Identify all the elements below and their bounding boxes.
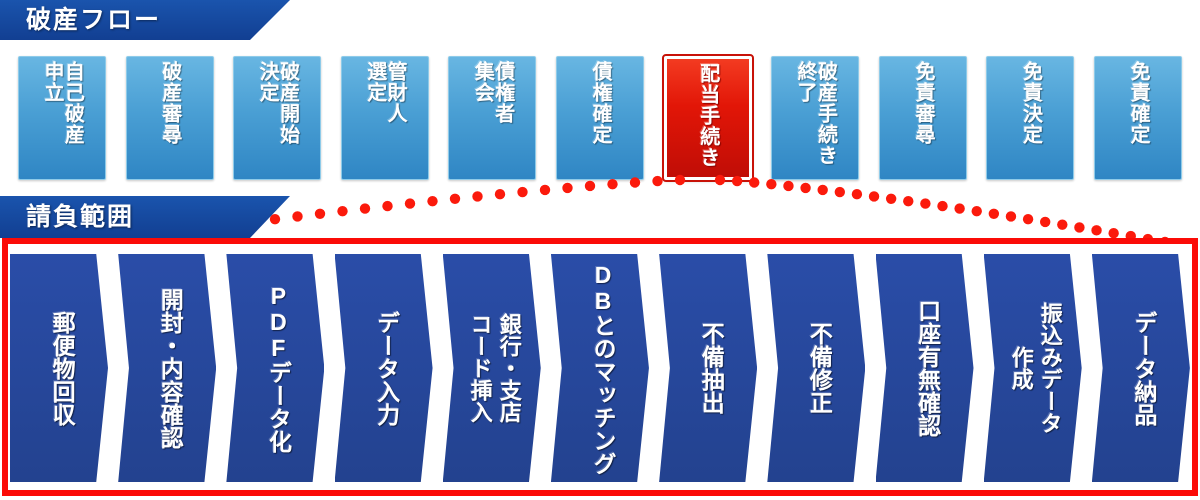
task-step-label-primary: 不備抽出	[698, 322, 725, 414]
task-step-label-primary: データ納品	[1130, 310, 1157, 426]
task-step-label-secondary: コード挿入	[467, 313, 493, 423]
flow-section-banner: 破産フロー	[0, 0, 290, 40]
flow-step-label-primary: 破産手続き	[814, 61, 837, 166]
flow-step-label-primary: 管財人	[384, 61, 407, 124]
task-step-label-primary: PDFデータ化	[265, 283, 292, 453]
flow-step-label-primary: 免責審尋	[911, 61, 934, 145]
flow-step-bankruptcy-commencement-decision[interactable]: 破産開始決定	[233, 56, 322, 180]
flow-step-label-secondary: 申立	[41, 61, 63, 103]
scope-section-banner-label: 請負範囲	[26, 202, 135, 231]
scope-section-banner: 請負範囲	[0, 196, 290, 238]
flow-step-label-primary: 免責決定	[1019, 61, 1042, 145]
task-step-label-primary: 銀行・支店	[496, 313, 522, 423]
flow-step-label-secondary: 集会	[471, 61, 494, 103]
task-step-label-primary: DBとのマッチング	[590, 261, 616, 475]
task-step-label-primary: データ入力	[373, 310, 400, 426]
flow-step-label-secondary: 選定	[363, 61, 386, 103]
task-step-mail-collection[interactable]: 郵便物回収	[10, 254, 108, 482]
flow-step-discharge-decision[interactable]: 免責決定	[986, 56, 1075, 180]
task-step-data-entry[interactable]: データ入力	[334, 254, 433, 482]
flow-step-claim-determination[interactable]: 債権確定	[555, 56, 644, 180]
bankruptcy-flow-steps: 自己破産申立破産審尋破産開始決定管財人選定債権者集会債権確定配当手続き破産手続き…	[18, 54, 1182, 182]
task-step-deficiency-extraction[interactable]: 不備抽出	[659, 254, 758, 482]
flow-step-label-secondary: 決定	[256, 61, 279, 103]
task-step-label-primary: 開封・内容確認	[157, 287, 184, 449]
flow-step-bankruptcy-hearing[interactable]: 破産審尋	[125, 56, 214, 180]
flow-step-label-primary: 免責確定	[1127, 61, 1150, 145]
flow-step-creditors-meeting[interactable]: 債権者集会	[448, 56, 537, 180]
task-step-data-delivery[interactable]: データ納品	[1091, 254, 1190, 482]
task-step-bank-branch-code-insertion[interactable]: 銀行・支店コード挿入	[442, 254, 541, 482]
flow-step-label-primary: 自己破産	[61, 61, 84, 145]
flow-step-trustee-selection[interactable]: 管財人選定	[340, 56, 429, 180]
flow-step-label-secondary: 終了	[794, 61, 817, 103]
flow-step-discharge-hearing[interactable]: 免責審尋	[878, 56, 967, 180]
scope-task-steps: 郵便物回収 開封・内容確認 PDFデータ化 データ入力 銀行・支店コード挿入 DBとのマッ…	[10, 252, 1190, 484]
task-step-label-primary: 不備修正	[806, 322, 833, 414]
task-step-pdf-conversion[interactable]: PDFデータ化	[226, 254, 325, 482]
flow-step-label-primary: 配当手続き	[696, 63, 719, 168]
flow-step-discharge-confirmation[interactable]: 免責確定	[1093, 56, 1182, 180]
task-step-db-matching[interactable]: DBとのマッチング	[550, 254, 649, 482]
flow-step-label-primary: 破産開始	[276, 61, 299, 145]
task-step-label-primary: 郵便物回収	[49, 310, 76, 426]
flow-step-label-primary: 破産審尋	[158, 61, 181, 145]
task-step-account-existence-check[interactable]: 口座有無確認	[875, 254, 974, 482]
task-step-deficiency-correction[interactable]: 不備修正	[767, 254, 866, 482]
task-step-label-primary: 口座有無確認	[914, 299, 941, 437]
flow-step-self-bankruptcy-filing[interactable]: 自己破産申立	[18, 56, 106, 180]
flow-step-dividend-procedure[interactable]: 配当手続き	[661, 54, 754, 182]
flow-step-bankruptcy-procedure-end[interactable]: 破産手続き終了	[771, 56, 860, 180]
task-step-label-secondary: 作成	[1008, 346, 1034, 390]
task-step-open-and-verify-contents[interactable]: 開封・内容確認	[118, 254, 217, 482]
flow-step-label-primary: 債権者	[491, 61, 514, 124]
task-step-label-primary: 振込みデータ	[1037, 302, 1063, 434]
flow-section-banner-label: 破産フロー	[26, 5, 162, 34]
flow-step-label-primary: 債権確定	[589, 61, 612, 145]
task-step-transfer-data-creation[interactable]: 振込みデータ作成	[983, 254, 1082, 482]
